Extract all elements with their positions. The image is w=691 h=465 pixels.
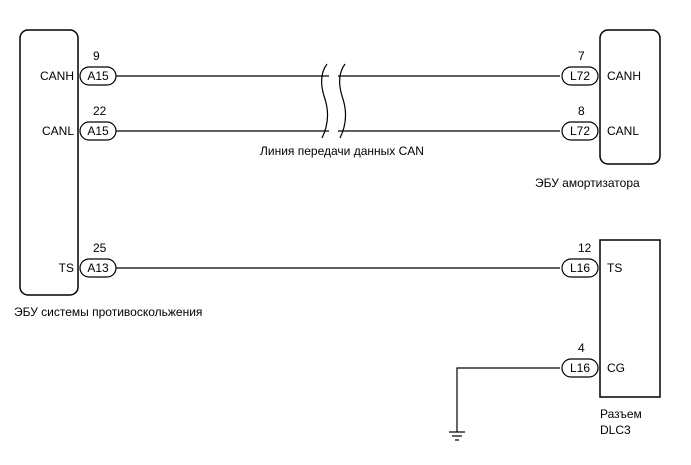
connector-l72-canl <box>561 121 599 141</box>
right-terminal-name-3: TS <box>607 261 622 275</box>
left-terminal-name-1: CANH <box>40 69 74 83</box>
suspension-ecu-label: ЭБУ амортизатора <box>535 176 640 190</box>
right-connector-code-3: L16 <box>570 261 590 275</box>
left-connector-code-2: A15 <box>87 124 109 138</box>
left-connector-code-1: A15 <box>87 69 109 83</box>
left-pin-number-3: 25 <box>93 241 107 255</box>
right-pin-number-4: 4 <box>578 341 585 355</box>
right-pin-number-1: 7 <box>578 49 585 63</box>
dlc3-box <box>599 239 661 398</box>
abs-ecu-label: ЭБУ системы противоскольжения <box>14 305 202 319</box>
right-terminal-name-1: CANH <box>607 69 641 83</box>
abs-ecu-box <box>19 29 79 296</box>
right-pin-number-3: 12 <box>578 241 592 255</box>
connector-l16-ts <box>561 258 599 278</box>
suspension-ecu-box <box>599 29 661 165</box>
left-connector-code-3: A13 <box>87 261 109 275</box>
right-terminal-name-2: CANL <box>607 124 639 138</box>
left-pin-number-2: 22 <box>93 104 107 118</box>
right-pin-number-2: 8 <box>578 104 585 118</box>
right-terminal-name-4: CG <box>607 361 625 375</box>
right-connector-code-4: L16 <box>570 361 590 375</box>
can-bus-label: Линия передачи данных CAN <box>260 144 424 158</box>
wire-break-symbol <box>321 63 347 139</box>
right-connector-code-1: L72 <box>570 69 590 83</box>
left-terminal-name-2: CANL <box>42 124 74 138</box>
dlc3-label-line2: DLC3 <box>600 423 631 437</box>
cg-wire <box>456 367 560 432</box>
left-terminal-name-3: TS <box>59 261 74 275</box>
connector-a13-ts <box>79 258 117 278</box>
right-connector-code-2: L72 <box>570 124 590 138</box>
connector-l72-canh <box>561 66 599 86</box>
ground-symbol-icon <box>449 431 465 441</box>
connector-a15-canl <box>79 121 117 141</box>
connector-l16-cg <box>561 358 599 378</box>
connector-a15-canh <box>79 66 117 86</box>
left-pin-number-1: 9 <box>93 49 100 63</box>
dlc3-label-line1: Разъем <box>600 407 642 421</box>
